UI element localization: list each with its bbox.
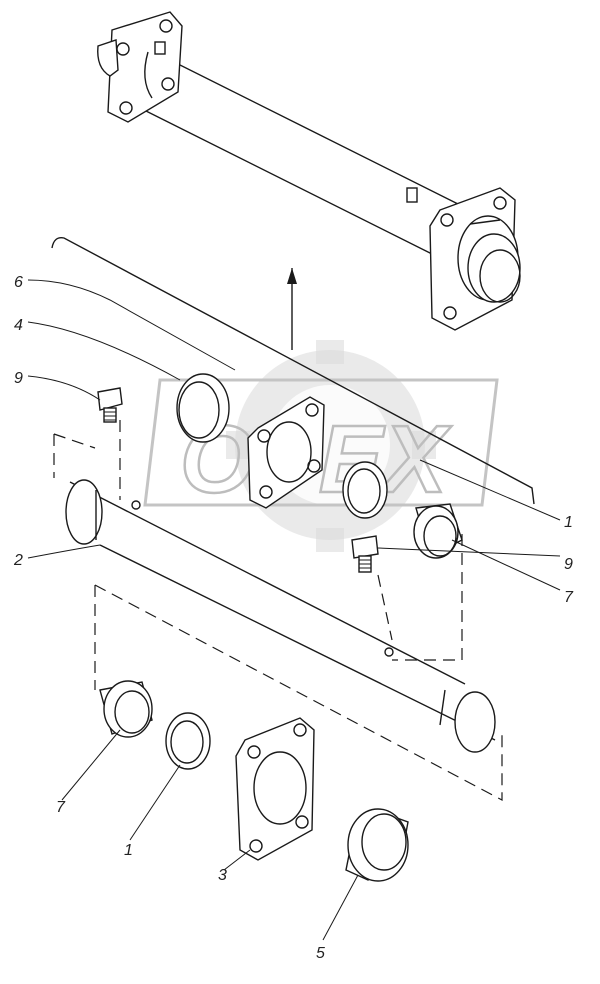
callout-7-lower: 7 xyxy=(56,799,66,816)
assembly-guide-upper xyxy=(53,420,463,661)
callout-1-lower: 1 xyxy=(124,842,133,859)
flange-plate-part-6 xyxy=(247,396,325,509)
callout-5: 5 xyxy=(316,945,325,962)
left-hub xyxy=(97,39,119,77)
callout-9-right: 9 xyxy=(564,556,573,573)
tube-hole-left xyxy=(131,500,141,510)
flange-plate-part-3 xyxy=(235,717,315,861)
watermark-frame xyxy=(143,378,499,507)
grease-nipple-top-left xyxy=(154,41,166,55)
seal-ring-part-1-upper xyxy=(342,461,388,519)
ring-part-5 xyxy=(345,808,409,882)
callout-labels: 6 4 9 2 1 9 7 7 1 3 5 xyxy=(13,274,574,962)
grease-nipple-part-9-left xyxy=(97,387,123,423)
callout-7-upper: 7 xyxy=(564,589,574,606)
tube-hole-right xyxy=(384,647,394,657)
callout-9-left: 9 xyxy=(14,370,23,387)
leader-lines xyxy=(27,279,561,941)
assembly-guide-lower xyxy=(94,584,503,801)
callout-2: 2 xyxy=(13,552,23,569)
assembled-axle xyxy=(97,11,521,331)
callout-4: 4 xyxy=(14,317,23,334)
grease-nipple-part-9-right xyxy=(351,535,379,573)
callout-6: 6 xyxy=(14,274,23,291)
bushing-part-7-lower xyxy=(99,680,153,738)
ring-part-4 xyxy=(176,373,230,443)
explode-bracket xyxy=(51,237,535,505)
seal-ring-part-1-lower xyxy=(165,712,211,770)
callout-1-upper: 1 xyxy=(564,514,573,531)
grease-nipple-top-right xyxy=(406,187,418,203)
bushing-part-7-upper xyxy=(413,503,463,559)
right-bushing-inner xyxy=(467,233,521,303)
tube-part-2 xyxy=(65,479,496,753)
explode-arrow-head xyxy=(287,268,297,284)
callout-3: 3 xyxy=(218,867,227,884)
